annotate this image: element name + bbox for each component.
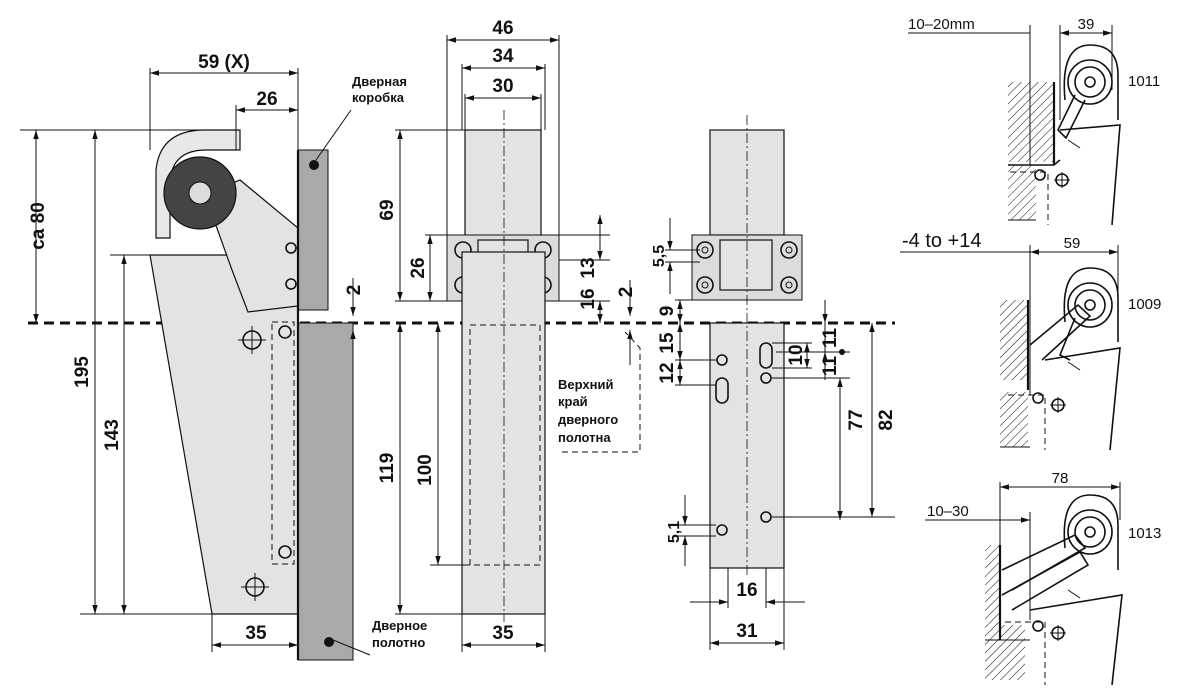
dim-h77: 77 xyxy=(846,409,867,430)
dim-h16: 16 xyxy=(578,288,599,309)
door-leaf xyxy=(297,322,354,661)
dim-h9: 9 xyxy=(657,306,678,317)
dim-h26: 26 xyxy=(408,257,429,278)
variant-1013-model: 1013 xyxy=(1128,525,1161,542)
label-top-edge-line1: Верхний xyxy=(558,377,613,392)
variant-1011-width: 39 xyxy=(1078,16,1095,33)
front-dimensions: 46 34 30 69 26 119 100 35 13 16 xyxy=(377,18,637,652)
dim-w34: 34 xyxy=(492,46,514,67)
mounting-plan xyxy=(691,115,803,575)
dim-h119: 119 xyxy=(377,453,398,484)
dim-h5-5: 5,5 xyxy=(651,245,668,267)
dim-gap2: 2 xyxy=(344,285,365,296)
variant-1009-range: -4 to +14 xyxy=(902,230,982,252)
dim-top-width: 59 (X) xyxy=(198,52,250,73)
variant-1009: -4 to +14 59 1009 xyxy=(900,230,1161,451)
door-frame xyxy=(297,149,329,311)
dim-h5-1: 5,1 xyxy=(666,521,683,543)
variant-1013: 78 10–30 1013 xyxy=(925,470,1161,686)
roller-axle xyxy=(188,181,212,205)
dim-h69: 69 xyxy=(377,199,398,220)
dim-w16: 16 xyxy=(736,580,757,601)
dim-w30: 30 xyxy=(492,76,513,97)
dim-h143: 143 xyxy=(102,419,123,451)
label-top-edge-line3: дверного xyxy=(558,412,618,427)
variant-1013-width: 78 xyxy=(1052,470,1069,487)
screw-hole-side-3 xyxy=(278,325,292,339)
variant-1013-range: 10–30 xyxy=(927,503,969,520)
label-door-leaf-line1: Дверное xyxy=(372,618,427,633)
label-top-edge-line4: полотна xyxy=(558,430,611,445)
dim-h82: 82 xyxy=(876,409,897,430)
dim-h100: 100 xyxy=(415,454,436,486)
dim-h11a: 11 xyxy=(820,328,841,349)
label-frame-line2: коробка xyxy=(352,90,405,105)
dim-h12: 12 xyxy=(657,362,678,383)
screw-hole-side-4 xyxy=(278,545,292,559)
dim-h15: 15 xyxy=(657,332,678,354)
dim-bottom35-side: 35 xyxy=(245,623,267,644)
side-dimensions: 59 (X) 26 ca 80 195 143 2 35 xyxy=(20,52,365,652)
front-view xyxy=(446,110,560,622)
dim-arm-offset: 26 xyxy=(256,89,277,110)
dim-h195: 195 xyxy=(72,356,93,388)
door-top-edge-label: Верхний край дверного полотна xyxy=(558,331,641,453)
variant-1011-range: 10–20mm xyxy=(908,16,975,33)
side-labels: Дверная коробка Дверное полотно xyxy=(315,74,427,656)
side-view xyxy=(149,129,354,661)
variant-1011-model: 1011 xyxy=(1128,73,1160,90)
label-door-leaf-line2: полотно xyxy=(372,635,425,650)
variant-1011: 10–20mm 39 1011 xyxy=(908,16,1160,226)
variant-1009-model: 1009 xyxy=(1128,296,1161,313)
dim-gap2b: 2 xyxy=(616,287,637,298)
variant-1009-width: 59 xyxy=(1064,235,1081,252)
arm-top-block xyxy=(464,129,542,243)
dim-w46: 46 xyxy=(492,18,513,39)
dim-ca80: ca 80 xyxy=(28,202,49,250)
dim-h10: 10 xyxy=(786,344,807,365)
mounting-plan-dimensions: 5,5 9 15 12 10 11 11 77 82 5,1 xyxy=(651,218,897,650)
dim-h11b: 11 xyxy=(820,356,841,377)
closer-body-front xyxy=(461,251,546,615)
dim-w31: 31 xyxy=(736,621,758,642)
dim-h13: 13 xyxy=(578,257,599,278)
label-top-edge-line2: край xyxy=(558,394,588,409)
label-frame-line1: Дверная xyxy=(352,74,407,89)
dim-bottom35-front: 35 xyxy=(492,623,514,644)
